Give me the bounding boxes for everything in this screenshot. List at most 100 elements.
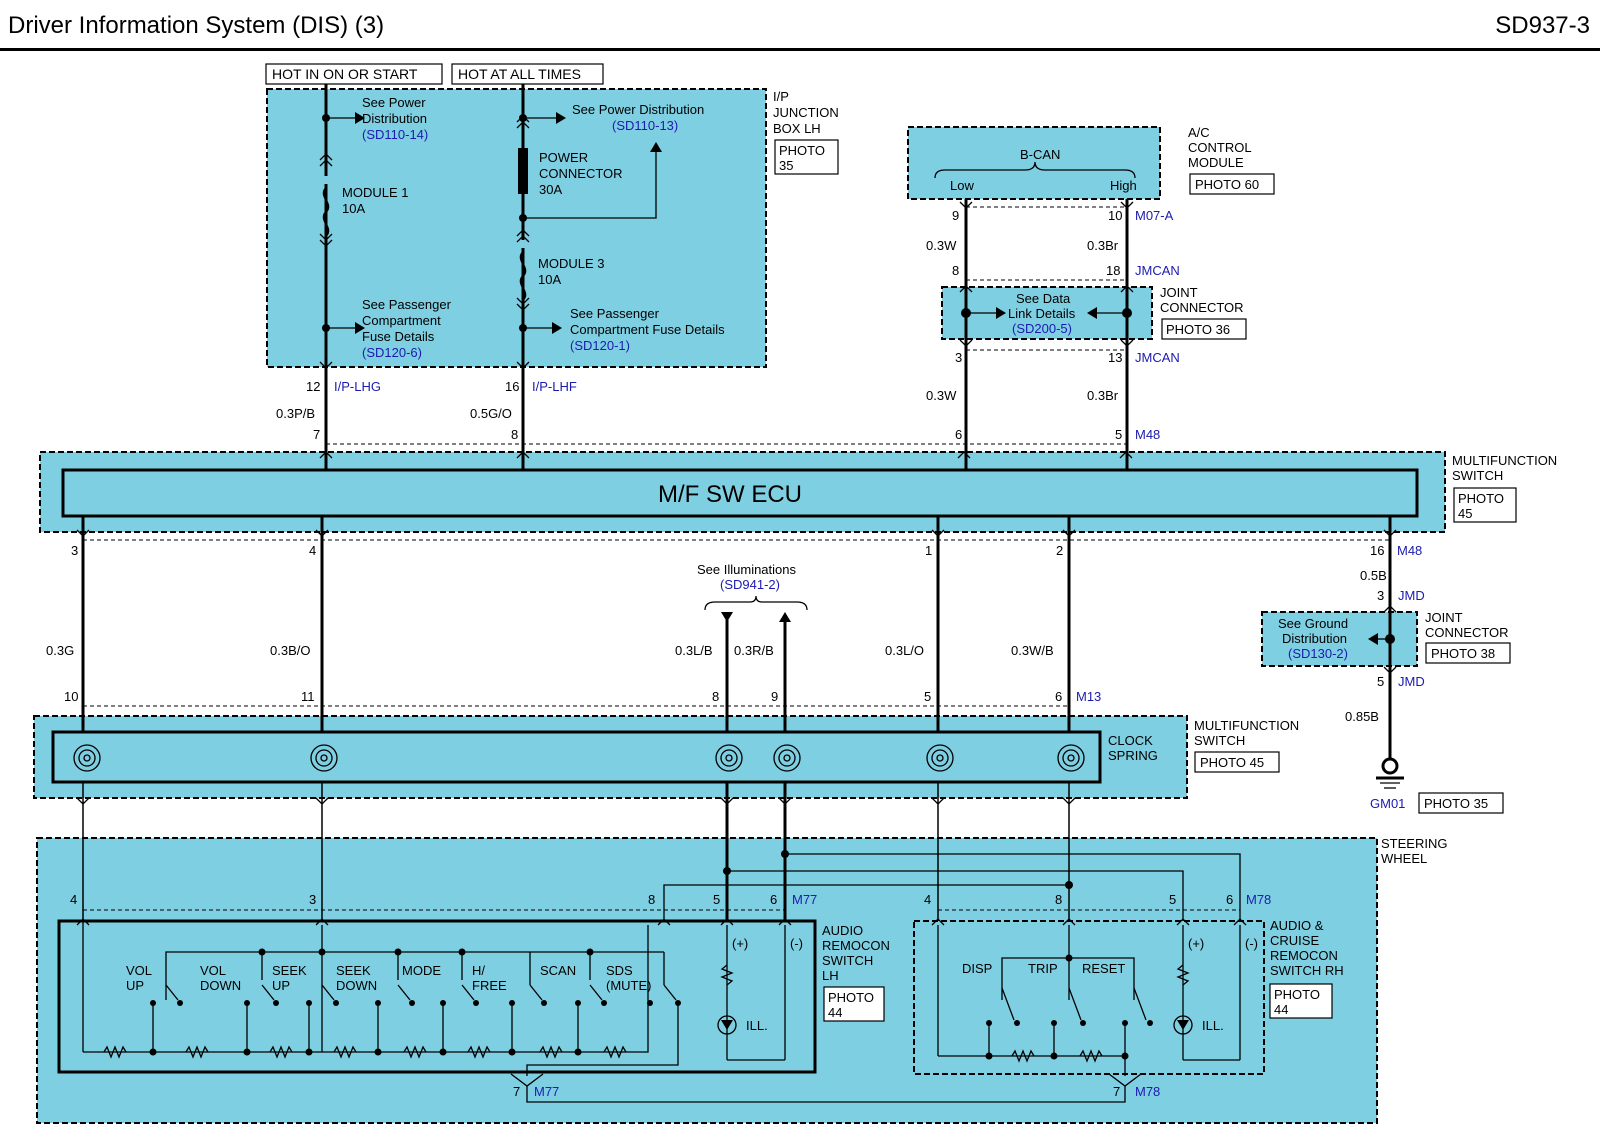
svg-text:0.85B: 0.85B xyxy=(1345,709,1379,724)
svg-text:0.5G/O: 0.5G/O xyxy=(470,406,512,421)
svg-text:PHOTO 60: PHOTO 60 xyxy=(1195,177,1259,192)
led-rh-icon xyxy=(1173,1015,1193,1035)
svg-text:1: 1 xyxy=(925,543,932,558)
svg-text:(SD110-13): (SD110-13) xyxy=(612,118,678,133)
svg-text:0.3L/B: 0.3L/B xyxy=(675,643,713,658)
svg-text:SDS: SDS xyxy=(606,963,633,978)
svg-text:7: 7 xyxy=(313,427,320,442)
svg-text:JMD: JMD xyxy=(1398,674,1425,689)
svg-text:ILL.: ILL. xyxy=(1202,1018,1224,1033)
svg-text:11: 11 xyxy=(301,689,315,704)
svg-text:3: 3 xyxy=(309,892,316,907)
svg-text:0.3R/B: 0.3R/B xyxy=(734,643,774,658)
svg-text:A/C: A/C xyxy=(1188,125,1210,140)
svg-text:(-): (-) xyxy=(790,936,803,951)
svg-text:JMCAN: JMCAN xyxy=(1135,263,1180,278)
svg-text:45: 45 xyxy=(1458,506,1472,521)
svg-text:BOX LH: BOX LH xyxy=(773,121,821,136)
clock-spring-box xyxy=(51,730,1102,784)
svg-text:PHOTO: PHOTO xyxy=(1458,491,1504,506)
svg-text:13: 13 xyxy=(1108,350,1122,365)
svg-text:SWITCH: SWITCH xyxy=(822,953,873,968)
svg-text:SWITCH: SWITCH xyxy=(1452,468,1503,483)
svg-text:35: 35 xyxy=(779,158,793,173)
svg-text:MULTIFUNCTION: MULTIFUNCTION xyxy=(1194,718,1299,733)
svg-text:I/P-LHF: I/P-LHF xyxy=(532,379,577,394)
ecu-output-wires xyxy=(81,516,1392,760)
page-code: SD937-3 xyxy=(1495,12,1590,39)
svg-text:CONNECTOR: CONNECTOR xyxy=(1160,300,1244,315)
svg-text:2: 2 xyxy=(1056,543,1063,558)
led-icon xyxy=(717,1015,737,1035)
svg-text:JUNCTION: JUNCTION xyxy=(773,105,839,120)
audio-lh-switch-network xyxy=(82,921,664,1053)
svg-text:10: 10 xyxy=(64,689,78,704)
svg-text:4: 4 xyxy=(309,543,316,558)
svg-text:ILL.: ILL. xyxy=(746,1018,768,1033)
svg-text:8: 8 xyxy=(712,689,719,704)
svg-text:9: 9 xyxy=(771,689,778,704)
svg-text:DOWN: DOWN xyxy=(336,978,377,993)
svg-text:3: 3 xyxy=(1377,588,1384,603)
svg-text:JOINT: JOINT xyxy=(1425,610,1463,625)
svg-text:(-): (-) xyxy=(1245,936,1258,951)
steering-wheel-zone xyxy=(36,837,1378,1124)
svg-text:MODULE: MODULE xyxy=(1188,155,1244,170)
svg-text:PHOTO 35: PHOTO 35 xyxy=(1424,796,1488,811)
ground-icon xyxy=(1381,757,1399,775)
svg-text:5: 5 xyxy=(713,892,720,907)
svg-text:DISP: DISP xyxy=(962,961,992,976)
svg-text:SWITCH RH: SWITCH RH xyxy=(1270,963,1344,978)
see-pd1-a: See Power xyxy=(362,95,426,110)
svg-text:5: 5 xyxy=(924,689,931,704)
svg-text:MODE: MODE xyxy=(402,963,441,978)
hot-always-label: HOT AT ALL TIMES xyxy=(458,66,581,82)
svg-text:M78: M78 xyxy=(1246,892,1271,907)
svg-text:6: 6 xyxy=(955,427,962,442)
svg-text:GM01: GM01 xyxy=(1370,796,1405,811)
svg-text:See Power Distribution: See Power Distribution xyxy=(572,102,704,117)
svg-text:8: 8 xyxy=(1055,892,1062,907)
svg-text:I/P: I/P xyxy=(773,89,789,104)
svg-text:Compartment Fuse Details: Compartment Fuse Details xyxy=(570,322,725,337)
module1-label: MODULE 1 xyxy=(342,185,408,200)
svg-text:44: 44 xyxy=(1274,1002,1288,1017)
svg-text:6: 6 xyxy=(1226,892,1233,907)
audio-lh-switches xyxy=(149,952,681,1056)
svg-text:See Illuminations: See Illuminations xyxy=(697,562,796,577)
svg-text:FREE: FREE xyxy=(472,978,507,993)
svg-text:0.3G: 0.3G xyxy=(46,643,74,658)
svg-text:SCAN: SCAN xyxy=(540,963,576,978)
hot-run-label: HOT IN ON OR START xyxy=(272,66,418,82)
svg-text:(SD130-2): (SD130-2) xyxy=(1288,646,1348,661)
svg-text:CONTROL: CONTROL xyxy=(1188,140,1252,155)
svg-text:Fuse Details: Fuse Details xyxy=(362,329,435,344)
svg-text:10A: 10A xyxy=(538,272,561,287)
svg-text:PHOTO: PHOTO xyxy=(779,143,825,158)
svg-text:JMCAN: JMCAN xyxy=(1135,350,1180,365)
svg-text:0.3Br: 0.3Br xyxy=(1087,238,1119,253)
illum-out-arrow xyxy=(779,612,791,622)
svg-text:H/: H/ xyxy=(472,963,485,978)
svg-text:(SD120-6): (SD120-6) xyxy=(362,345,422,360)
multifunction-switch-zone xyxy=(39,451,1446,533)
svg-text:UP: UP xyxy=(126,978,144,993)
ecu-box xyxy=(61,468,1419,518)
svg-text:5: 5 xyxy=(1377,674,1384,689)
svg-text:M77: M77 xyxy=(792,892,817,907)
svg-text:16: 16 xyxy=(1370,543,1384,558)
svg-text:RESET: RESET xyxy=(1082,961,1125,976)
svg-text:Link Details: Link Details xyxy=(1008,306,1076,321)
svg-text:10A: 10A xyxy=(342,201,365,216)
svg-text:SWITCH: SWITCH xyxy=(1194,733,1245,748)
see-pd1-ref: (SD110-14) xyxy=(362,127,428,142)
svg-text:REMOCON: REMOCON xyxy=(822,938,890,953)
svg-text:SPRING: SPRING xyxy=(1108,748,1158,763)
svg-text:12: 12 xyxy=(306,379,320,394)
svg-text:0.5B: 0.5B xyxy=(1360,568,1387,583)
clock-spring-coils xyxy=(73,744,1085,772)
svg-text:See Passenger: See Passenger xyxy=(570,306,660,321)
svg-text:7: 7 xyxy=(1113,1084,1120,1099)
